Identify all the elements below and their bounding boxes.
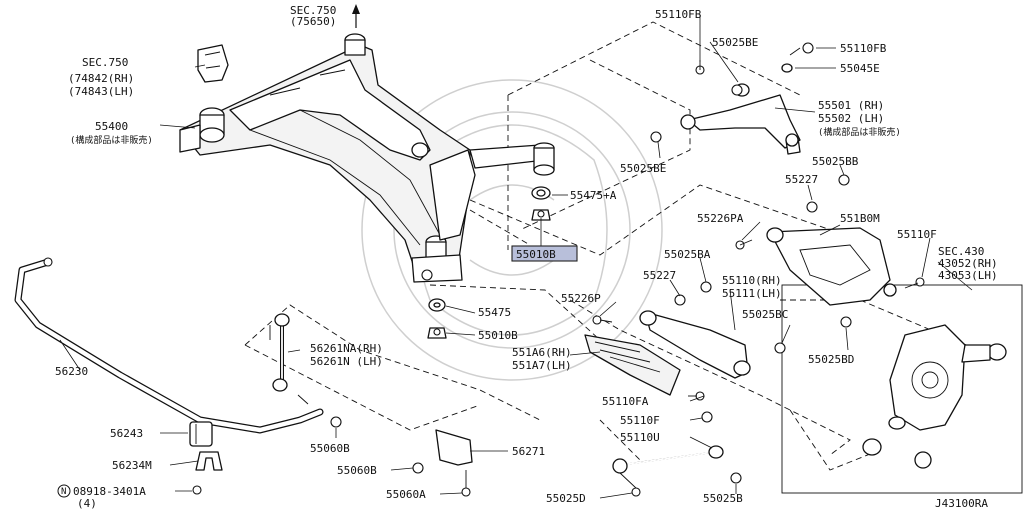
label-55025bb[interactable]: 55025BB: [812, 155, 859, 168]
upper-bushing-stack: [469, 142, 555, 221]
label-55110u[interactable]: 55110U: [620, 431, 660, 444]
label-55226pa[interactable]: 55226PA: [697, 212, 744, 225]
label-55110f-bottom[interactable]: 55110F: [620, 414, 660, 427]
label-08918-qty: (4): [77, 497, 97, 510]
lower-link-arm: [592, 281, 786, 379]
label-55227-a[interactable]: 55227: [785, 173, 818, 186]
label-56243[interactable]: 56243: [110, 427, 143, 440]
label-55475a[interactable]: 55475+A: [570, 189, 617, 202]
label-55502-lh[interactable]: 55502 (LH): [818, 112, 884, 125]
diagram-id: J43100RA: [935, 497, 988, 510]
label-55025d[interactable]: 55025D: [546, 492, 586, 505]
label-sec430[interactable]: SEC.430: [938, 245, 984, 258]
label-56261n-lh[interactable]: 56261N (LH): [310, 355, 383, 368]
circled-n-letter: N: [61, 487, 66, 497]
label-55110fb-right[interactable]: 55110FB: [840, 42, 887, 55]
label-55025bd[interactable]: 55025BD: [808, 353, 854, 366]
label-74843-lh[interactable]: (74843(LH): [68, 85, 134, 98]
label-08918-3401a[interactable]: 08918-3401A: [73, 485, 146, 498]
label-55226p[interactable]: 55226P: [561, 292, 601, 305]
label-55110f-right[interactable]: 55110F: [897, 228, 937, 241]
label-55025b[interactable]: 55025B: [703, 492, 743, 505]
circled-n-icon: [57, 484, 71, 498]
label-sec750-top[interactable]: SEC.750: [290, 4, 336, 17]
label-55110-rh[interactable]: 55110(RH): [722, 274, 782, 287]
arrow-up-icon: [352, 4, 360, 28]
label-55060b[interactable]: 55060B: [310, 442, 350, 455]
label-55025be-top[interactable]: 55025BE: [712, 36, 758, 49]
label-56234m[interactable]: 56234M: [112, 459, 152, 472]
label-55501-rh[interactable]: 55501 (RH): [818, 99, 884, 112]
label-551a6-rh[interactable]: 551A6(RH): [512, 346, 572, 359]
label-56271[interactable]: 56271: [512, 445, 545, 458]
lower-bushing-stack: [427, 298, 447, 339]
rear-suspension-member: [179, 33, 476, 283]
label-55501-note: (構成部品は非販売): [818, 126, 901, 138]
label-551a7-lh[interactable]: 551A7(LH): [512, 359, 572, 372]
label-43053-lh[interactable]: 43053(LH): [938, 269, 998, 282]
leader-lines: [59, 15, 973, 499]
upper-control-arm: [650, 42, 814, 155]
label-55400[interactable]: 55400: [95, 120, 128, 133]
label-55025ba[interactable]: 55025BA: [664, 248, 711, 261]
stabilizer-bracket: [412, 429, 473, 497]
link-cover: [584, 334, 681, 396]
label-43052-rh[interactable]: 43052(RH): [938, 257, 998, 270]
label-55110fb-top[interactable]: 55110FB: [655, 8, 702, 21]
label-55227-b[interactable]: 55227: [643, 269, 676, 282]
label-55010b[interactable]: 55010B: [478, 329, 518, 342]
stabilizer-link: [269, 313, 342, 428]
label-55111-lh[interactable]: 55111(LH): [722, 287, 782, 300]
label-55045e[interactable]: 55045E: [840, 62, 880, 75]
label-56230[interactable]: 56230: [55, 365, 88, 378]
stabilizer-bar: [14, 257, 324, 434]
label-sec750-left[interactable]: SEC.750: [82, 56, 128, 69]
label-55010b-highlighted[interactable]: 55010B: [516, 248, 556, 261]
label-56261na-rh[interactable]: 56261NA(RH): [310, 342, 383, 355]
label-74842-rh[interactable]: (74842(RH): [68, 72, 134, 85]
label-55110fa[interactable]: 55110FA: [602, 395, 649, 408]
label-551b0m[interactable]: 551B0M: [840, 212, 880, 225]
stabilizer-bushing: [189, 421, 223, 495]
label-sec750-top-ref: (75650): [290, 15, 336, 28]
label-55400-note: (構成部品は非販売): [70, 134, 153, 146]
knuckle-inset-frame: [781, 284, 1023, 494]
label-55060b-bottom[interactable]: 55060B: [337, 464, 377, 477]
label-55475[interactable]: 55475: [478, 306, 511, 319]
exhaust-mount-bracket: [197, 44, 229, 83]
rear-knuckle: [862, 324, 1007, 469]
highlight-55010b[interactable]: [511, 245, 578, 262]
label-55060a[interactable]: 55060A: [386, 488, 426, 501]
label-55025bc[interactable]: 55025BC: [742, 308, 788, 321]
lower-control-arm: [735, 174, 925, 328]
label-55025be-mid[interactable]: 55025BE: [620, 162, 666, 175]
part-labels: SEC.750 (75650) SEC.750 (74842(RH) (7484…: [55, 4, 998, 510]
